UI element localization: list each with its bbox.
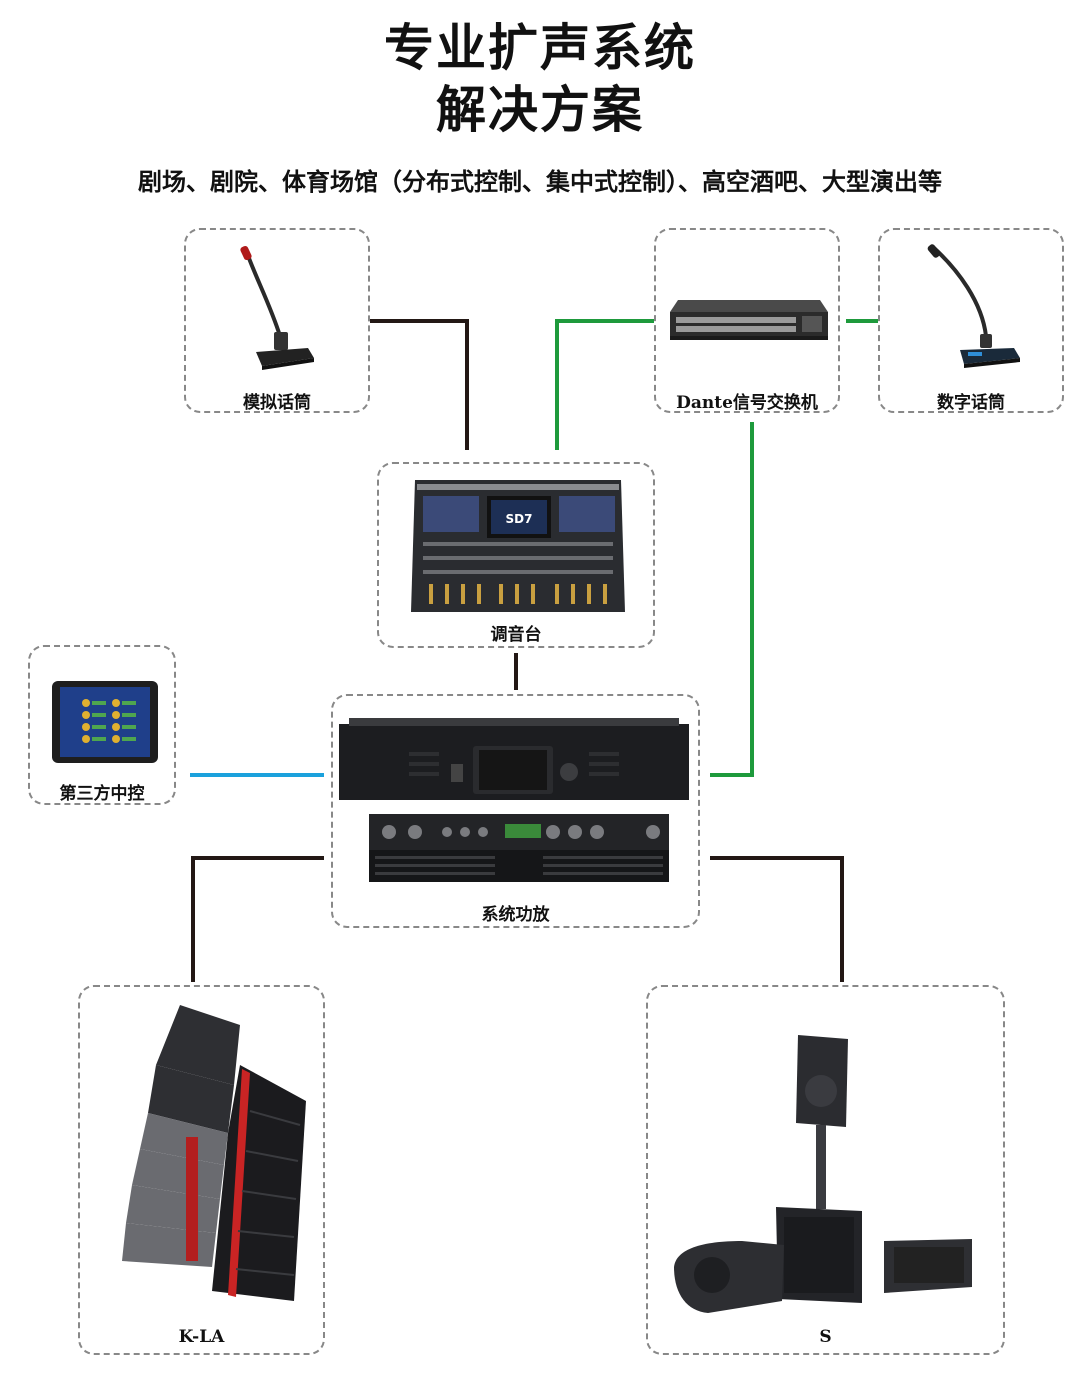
line-array-speaker-icon — [122, 1005, 306, 1301]
analog-mic-label: 模拟话筒 — [243, 393, 311, 413]
mixer-box: SD7 调音台 — [377, 462, 655, 648]
control-box: 第三方中控 — [28, 645, 176, 805]
control-label: 第三方中控 — [59, 784, 145, 804]
mixer-screen-text: SD7 — [506, 512, 533, 526]
speakers-box: S — [646, 985, 1005, 1355]
power-amplifier-icon — [339, 718, 689, 882]
tablet-icon — [52, 681, 158, 763]
mixing-console-icon: SD7 — [411, 480, 625, 612]
gooseneck-microphone-icon — [240, 245, 314, 370]
amplifier-label: 系统功放 — [481, 905, 550, 925]
wire-switch-to-amplifier — [710, 422, 754, 777]
wire-amplifier-to-speakers — [710, 856, 844, 982]
dante-switch-label: Dante信号交换机 — [676, 393, 818, 413]
amplifier-box: 系统功放 — [331, 694, 700, 928]
speakers-label: S — [819, 1327, 832, 1347]
network-switch-icon — [670, 300, 828, 340]
line-array-label: K-LA — [178, 1327, 225, 1347]
speaker-set-icon — [674, 1035, 972, 1313]
digital-mic-box: 数字话筒 — [878, 228, 1064, 413]
line-array-box: K-LA — [78, 985, 325, 1355]
mixer-label: 调音台 — [490, 625, 542, 645]
page-title: 专业扩声系统 — [384, 18, 696, 77]
page-title-line2: 解决方案 — [436, 80, 644, 139]
page-subtitle: 剧场、剧院、体育场馆（分布式控制、集中式控制）、高空酒吧、大型演出等 — [138, 167, 942, 196]
analog-mic-box: 模拟话筒 — [184, 228, 370, 413]
gooseneck-microphone-icon — [927, 244, 1020, 368]
wire-analog-mic-to-mixer — [370, 319, 469, 450]
wire-switch-to-mixer — [555, 319, 654, 450]
digital-mic-label: 数字话筒 — [937, 393, 1005, 413]
wire-amplifier-to-line-array — [191, 856, 324, 982]
dante-switch-box: Dante信号交换机 — [654, 228, 840, 413]
